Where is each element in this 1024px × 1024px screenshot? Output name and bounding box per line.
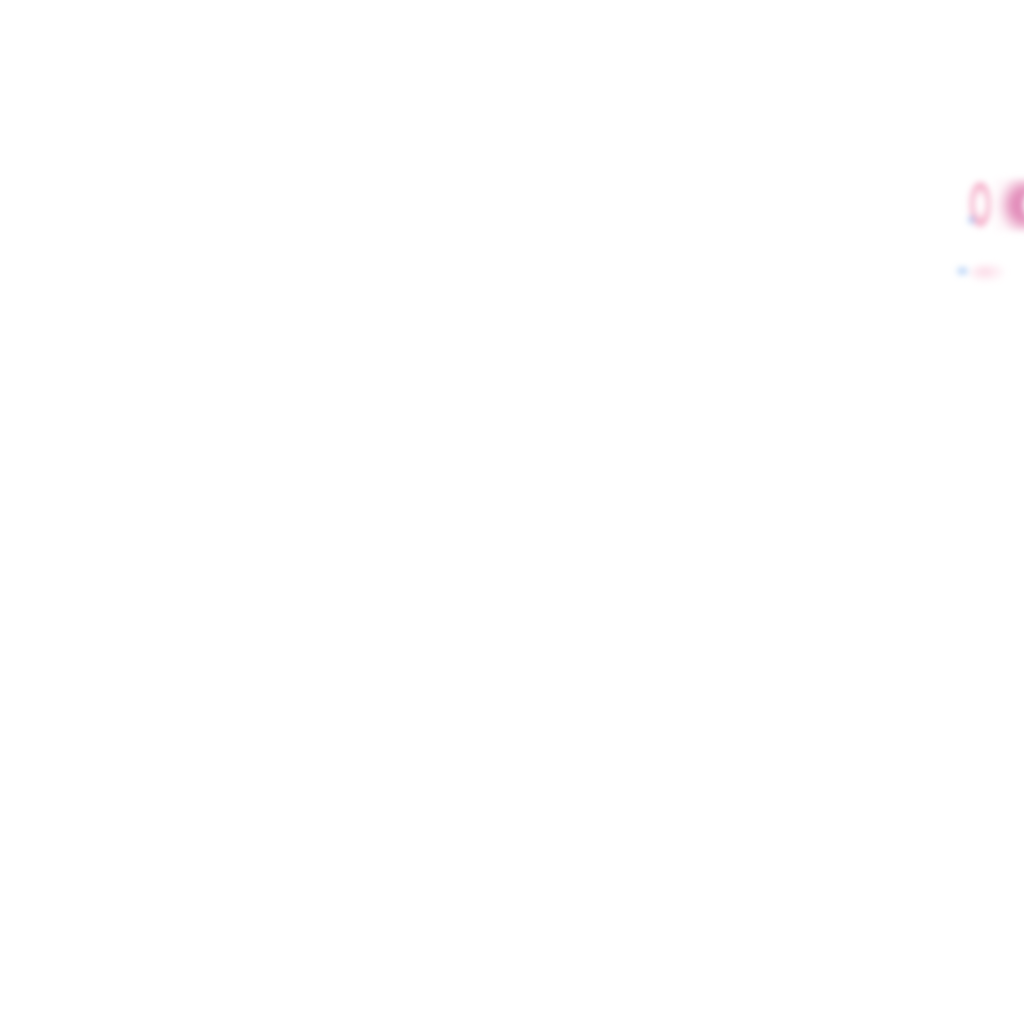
glyph-c-body <box>995 179 1024 231</box>
smudge-streak <box>970 264 1004 282</box>
smudge-blue-fleck <box>958 268 967 274</box>
faded-c-glyph-icon <box>995 179 1024 231</box>
faded-smudge-icon <box>958 262 1004 286</box>
glyph-o-ring <box>968 182 992 228</box>
glyph-o-blue-fleck <box>969 217 974 223</box>
faded-o-glyph-icon <box>968 182 992 228</box>
